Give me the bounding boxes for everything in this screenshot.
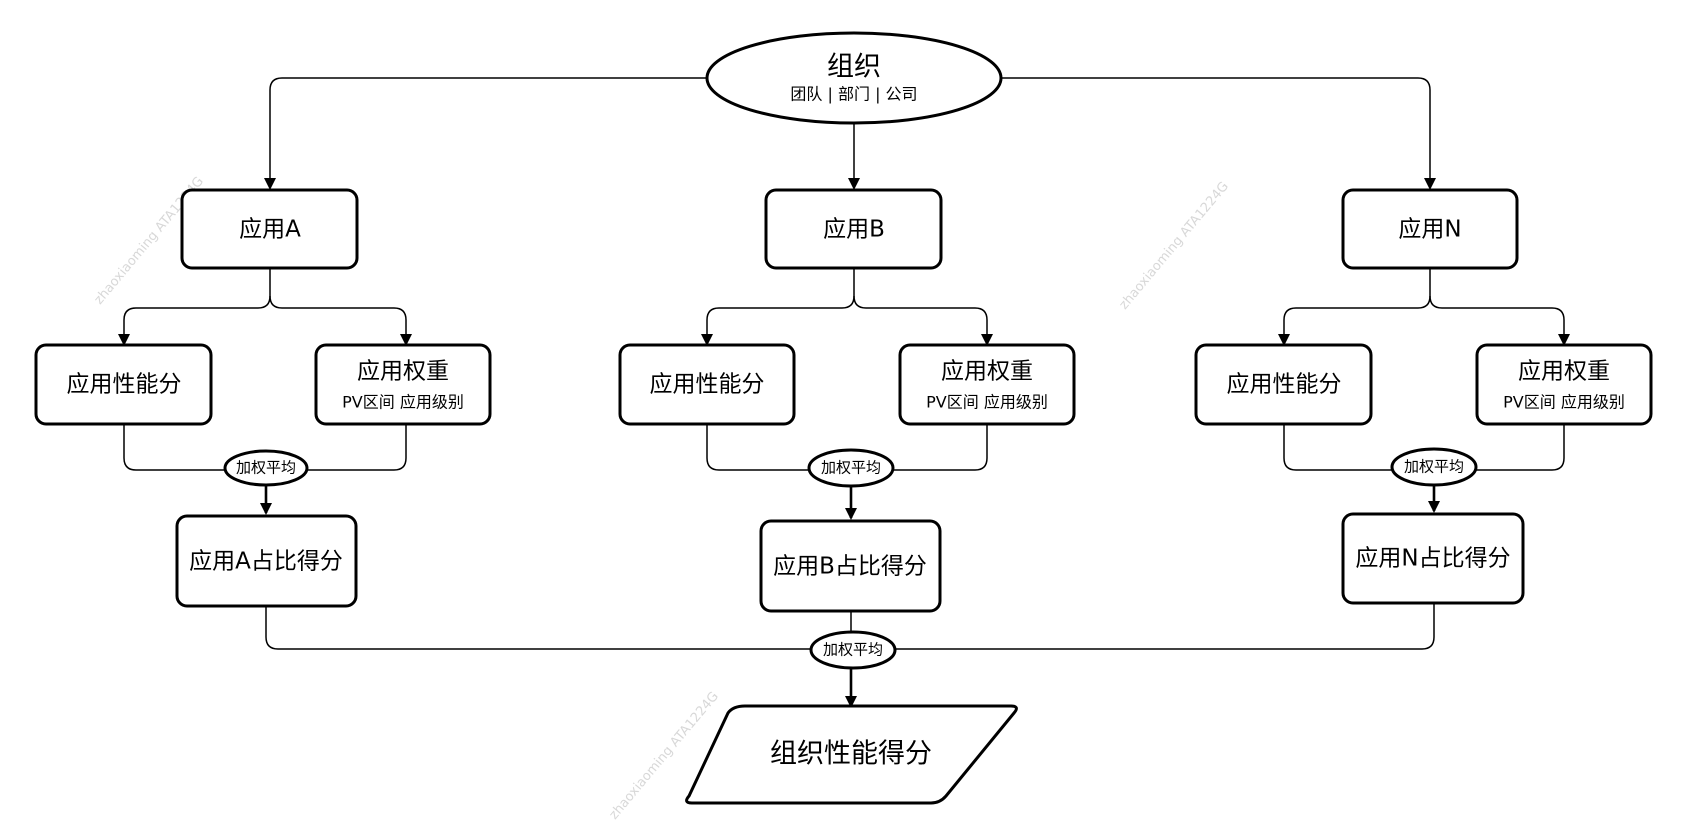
app-n-perf-box [1194, 343, 1373, 426]
app-a-share-label: 应用A占比得分 [189, 549, 343, 575]
app-b-share-label: 应用B占比得分 [773, 554, 927, 580]
app-n-share-label: 应用N占比得分 [1355, 546, 1510, 572]
app-a-weight-box [314, 343, 492, 426]
connector-a-split [118, 268, 271, 346]
connector-root-to-app-a [264, 77, 706, 190]
app-n-avg-label: 加权平均 [1404, 458, 1464, 476]
app-a-weight-sub: PV区间 应用级别 [342, 393, 464, 412]
app-a-weight-title: 应用权重 [357, 359, 449, 385]
connector-root-to-app-n [1002, 77, 1436, 190]
root-subtitle: 团队 | 部门 | 公司 [790, 85, 917, 104]
app-b-perf-box [618, 343, 796, 426]
final-avg-oval [809, 630, 897, 670]
final-avg-label: 加权平均 [823, 641, 883, 659]
app-n-avg-oval [1390, 447, 1478, 487]
connector-b-split [701, 268, 855, 346]
root-oval [705, 31, 1003, 125]
connector-b-split-right [853, 295, 993, 346]
app-b-share-box [759, 519, 942, 613]
app-b-weight-sub: PV区间 应用级别 [926, 393, 1048, 412]
watermarks: zhaoxiaoming ATA1224G zhaoxiaoming ATA12… [92, 174, 1232, 822]
app-b-weight-title: 应用权重 [941, 359, 1033, 385]
column-n: 应用N 应用性能分 应用权重 PV区间 应用级别 加权平均 应用N占比得分 [1194, 188, 1653, 605]
app-n-box [1341, 188, 1519, 270]
app-n-share-box [1341, 512, 1525, 605]
app-n-label: 应用N [1398, 217, 1461, 243]
app-b-weight-box [898, 343, 1076, 426]
app-a-avg-oval [223, 449, 309, 487]
app-b-label: 应用B [823, 217, 885, 243]
app-a-share-box [175, 514, 358, 608]
app-b-avg-label: 加权平均 [821, 459, 881, 477]
app-n-weight-box [1475, 343, 1653, 426]
app-n-perf-label: 应用性能分 [1227, 372, 1342, 398]
app-a-box [180, 188, 359, 270]
connector-a-split-right [269, 295, 412, 346]
app-a-perf-label: 应用性能分 [67, 372, 182, 398]
column-a: 应用A 应用性能分 应用权重 PV区间 应用级别 加权平均 应用A占比得分 [34, 188, 492, 608]
app-a-label: 应用A [239, 217, 301, 243]
app-b-box [764, 188, 943, 270]
result-label: 组织性能得分 [770, 739, 932, 770]
root-title: 组织 [827, 52, 881, 83]
column-b: 应用B 应用性能分 应用权重 PV区间 应用级别 加权平均 应用B占比得分 [618, 188, 1076, 613]
app-a-avg-label: 加权平均 [236, 459, 296, 477]
app-b-avg-oval [807, 448, 895, 488]
final-section: 加权平均 组织性能得分 [685, 630, 1018, 805]
app-n-weight-sub: PV区间 应用级别 [1503, 393, 1625, 412]
connector-n-split [1278, 268, 1431, 346]
connector-n-split-right [1429, 295, 1570, 346]
app-b-perf-label: 应用性能分 [650, 372, 765, 398]
result-parallelogram [685, 704, 1018, 805]
root-node: 组织 团队 | 部门 | 公司 [705, 31, 1003, 125]
watermark-2: zhaoxiaoming ATA1224G [1117, 179, 1232, 312]
app-n-weight-title: 应用权重 [1518, 359, 1610, 385]
app-a-perf-box [34, 343, 213, 426]
